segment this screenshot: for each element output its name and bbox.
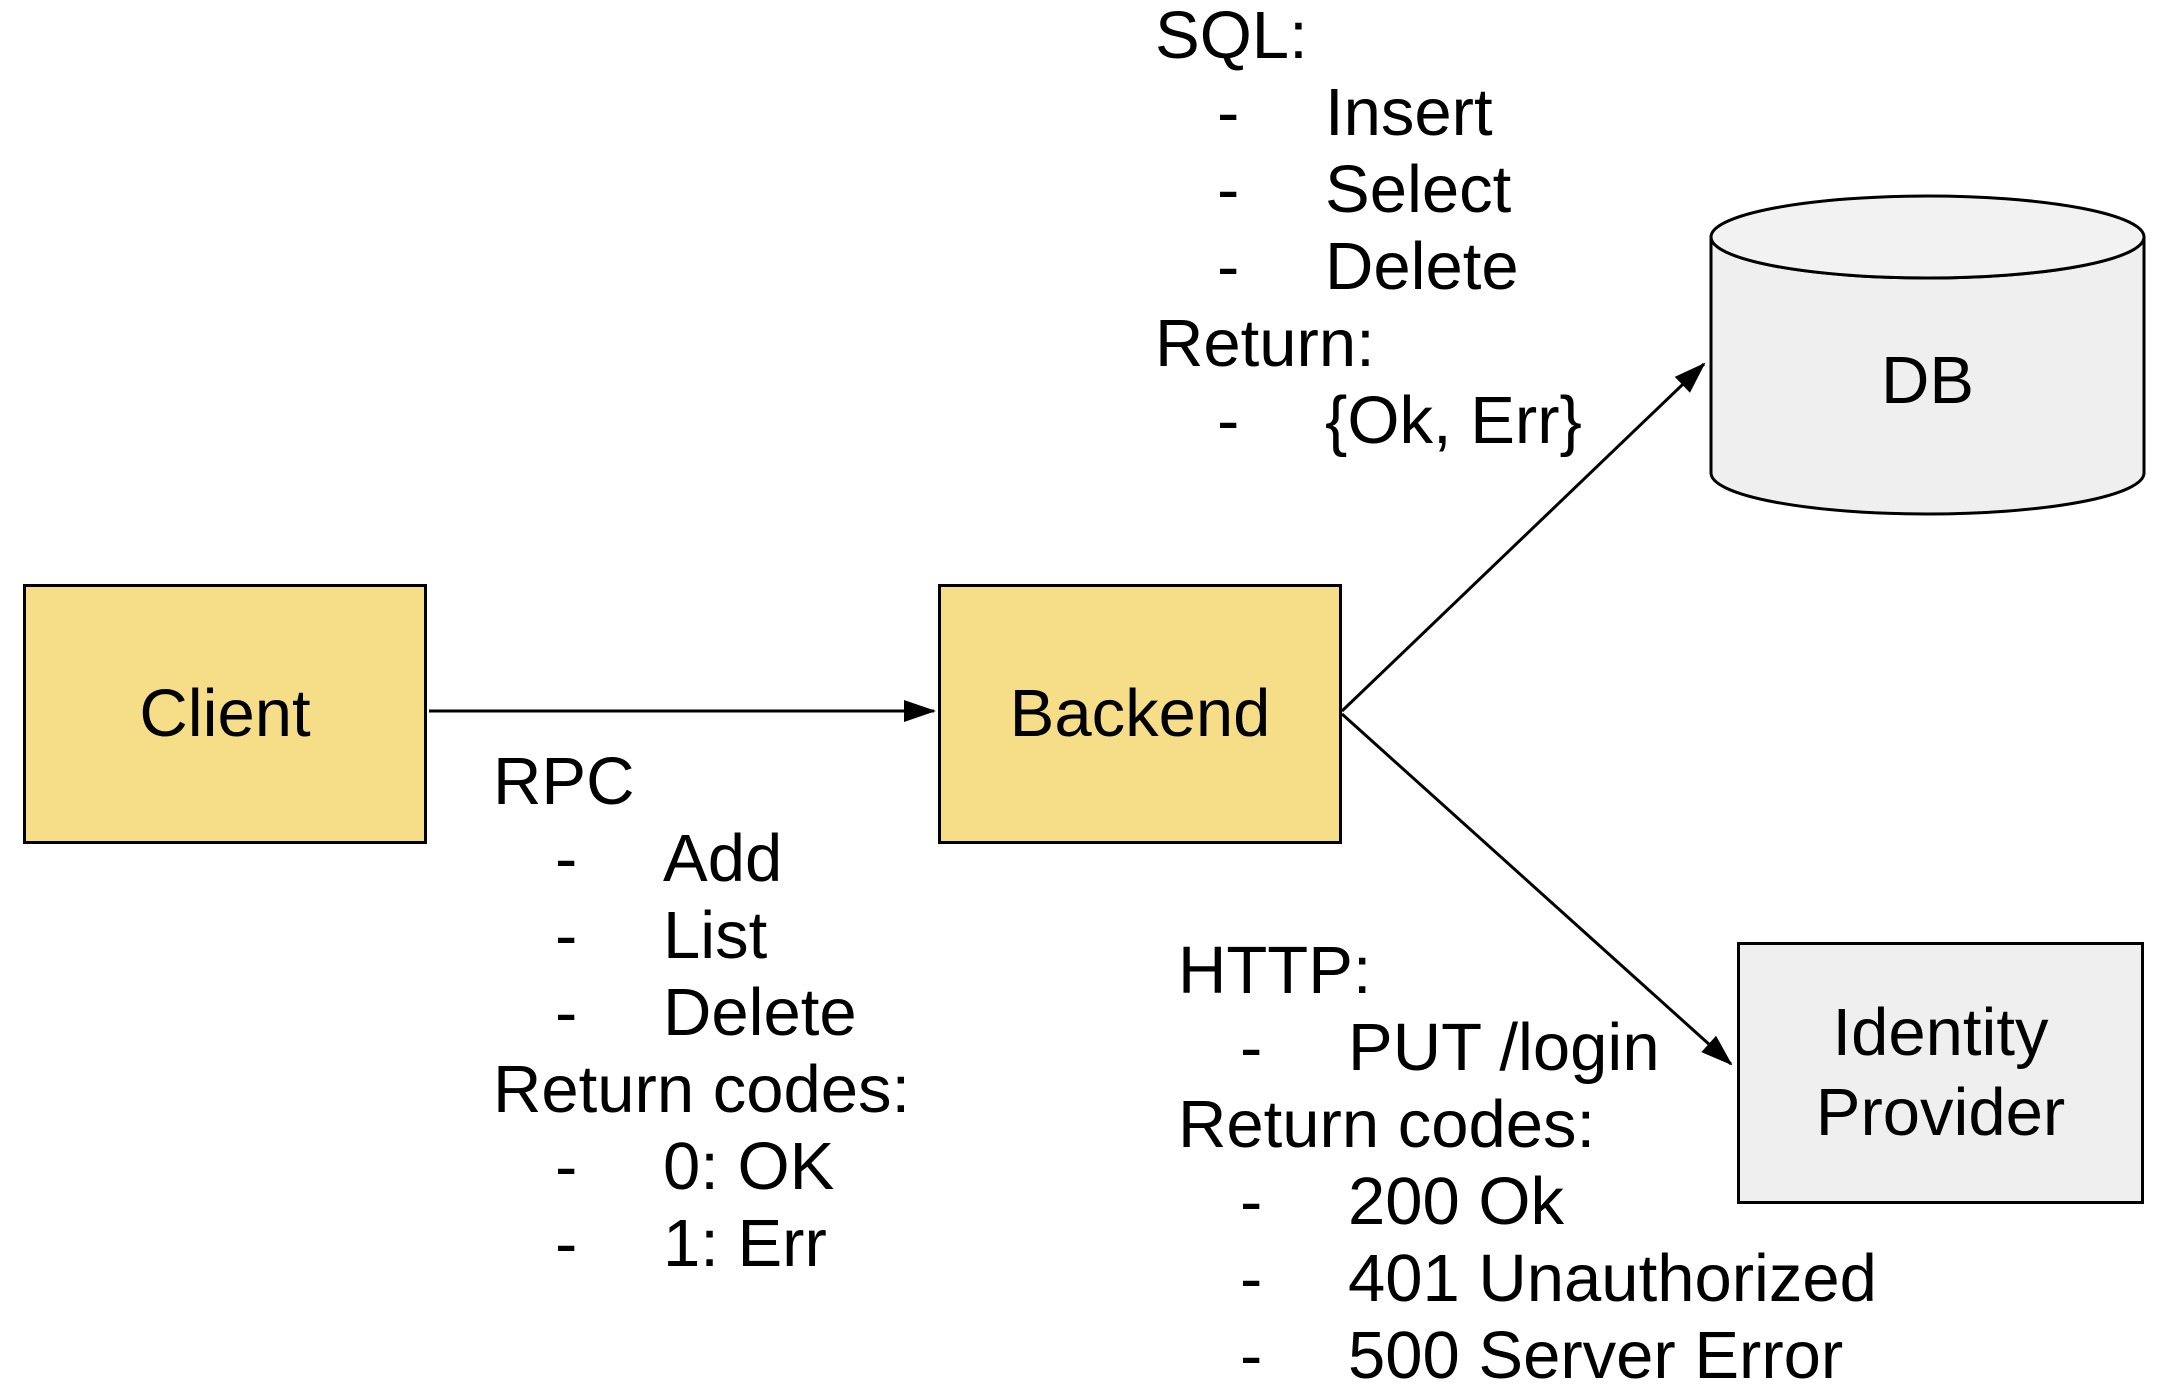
bullet-dash: - — [1240, 1010, 1263, 1085]
annotation-item-text: Select — [1325, 152, 1512, 227]
node-backend-label: Backend — [1009, 676, 1271, 751]
annotation-item-text: 1: Err — [663, 1206, 827, 1281]
bullet-dash: - — [1240, 1164, 1263, 1239]
annotation-item-text: 500 Server Error — [1348, 1318, 1844, 1393]
annotation-line: - 1: Err — [493, 1205, 910, 1282]
annotation-line: HTTP: — [1178, 933, 1372, 1008]
annotation-item-text: 0: OK — [663, 1129, 835, 1204]
bullet-dash: - — [555, 898, 578, 973]
node-client: Client — [23, 584, 427, 844]
db-cylinder-shape — [1709, 194, 2146, 516]
bullet-dash: - — [555, 1206, 578, 1281]
annotation-item-text: List — [663, 898, 768, 973]
arrow-backend-to-idp — [1340, 712, 1733, 1066]
annotation-line: Return: — [1155, 306, 1375, 381]
bullet-dash: - — [1217, 229, 1240, 304]
annotation-line: SQL: — [1155, 0, 1308, 73]
annotation-item-text: {Ok, Err} — [1325, 383, 1582, 458]
annotation-line: - PUT /login — [1178, 1009, 1877, 1086]
annotation-item-text: 200 Ok — [1348, 1164, 1565, 1239]
annotation-line: - {Ok, Err} — [1155, 382, 1582, 459]
bullet-dash: - — [1217, 75, 1240, 150]
annotation-line: - List — [493, 897, 910, 974]
annotation-item-text: 401 Unauthorized — [1348, 1241, 1877, 1316]
bullet-dash: - — [1217, 383, 1240, 458]
node-identity-provider: Identity Provider — [1737, 942, 2144, 1204]
annotation-line: - 401 Unauthorized — [1178, 1240, 1877, 1317]
annotation-line: - 200 Ok — [1178, 1163, 1877, 1240]
bullet-dash: - — [1217, 152, 1240, 227]
bullet-dash: - — [555, 975, 578, 1050]
node-client-label: Client — [139, 676, 311, 751]
bullet-dash: - — [555, 1129, 578, 1204]
annotation-item-text: Add — [663, 821, 783, 896]
node-identity-provider-label: Identity Provider — [1815, 995, 2066, 1150]
annotation-line: RPC — [493, 744, 635, 819]
bullet-dash: - — [1240, 1318, 1263, 1393]
annotation-line: Return codes: — [1178, 1087, 1596, 1162]
annotation-item-text: Delete — [1325, 229, 1519, 304]
annotation-line: - 500 Server Error — [1178, 1317, 1877, 1394]
annotation-line: Return codes: — [493, 1052, 911, 1127]
bullet-dash: - — [555, 821, 578, 896]
annotation-line: - Select — [1155, 151, 1582, 228]
annotation-line: - Insert — [1155, 74, 1582, 151]
annotation-item-text: PUT /login — [1348, 1010, 1660, 1085]
node-db-label: DB — [1711, 340, 2144, 420]
annotation-item-text: Insert — [1325, 75, 1493, 150]
annotation-line: - Delete — [1155, 228, 1582, 305]
arrow-backend-to-db — [1340, 362, 1706, 713]
node-backend: Backend — [938, 584, 1342, 844]
annotation-line: - Add — [493, 820, 910, 897]
bullet-dash: - — [1240, 1241, 1263, 1316]
node-db-label-text: DB — [1880, 342, 1975, 418]
annotation-item-text: Delete — [663, 975, 857, 1050]
annotation-line: - 0: OK — [493, 1128, 910, 1205]
annotation-line: - Delete — [493, 974, 910, 1051]
